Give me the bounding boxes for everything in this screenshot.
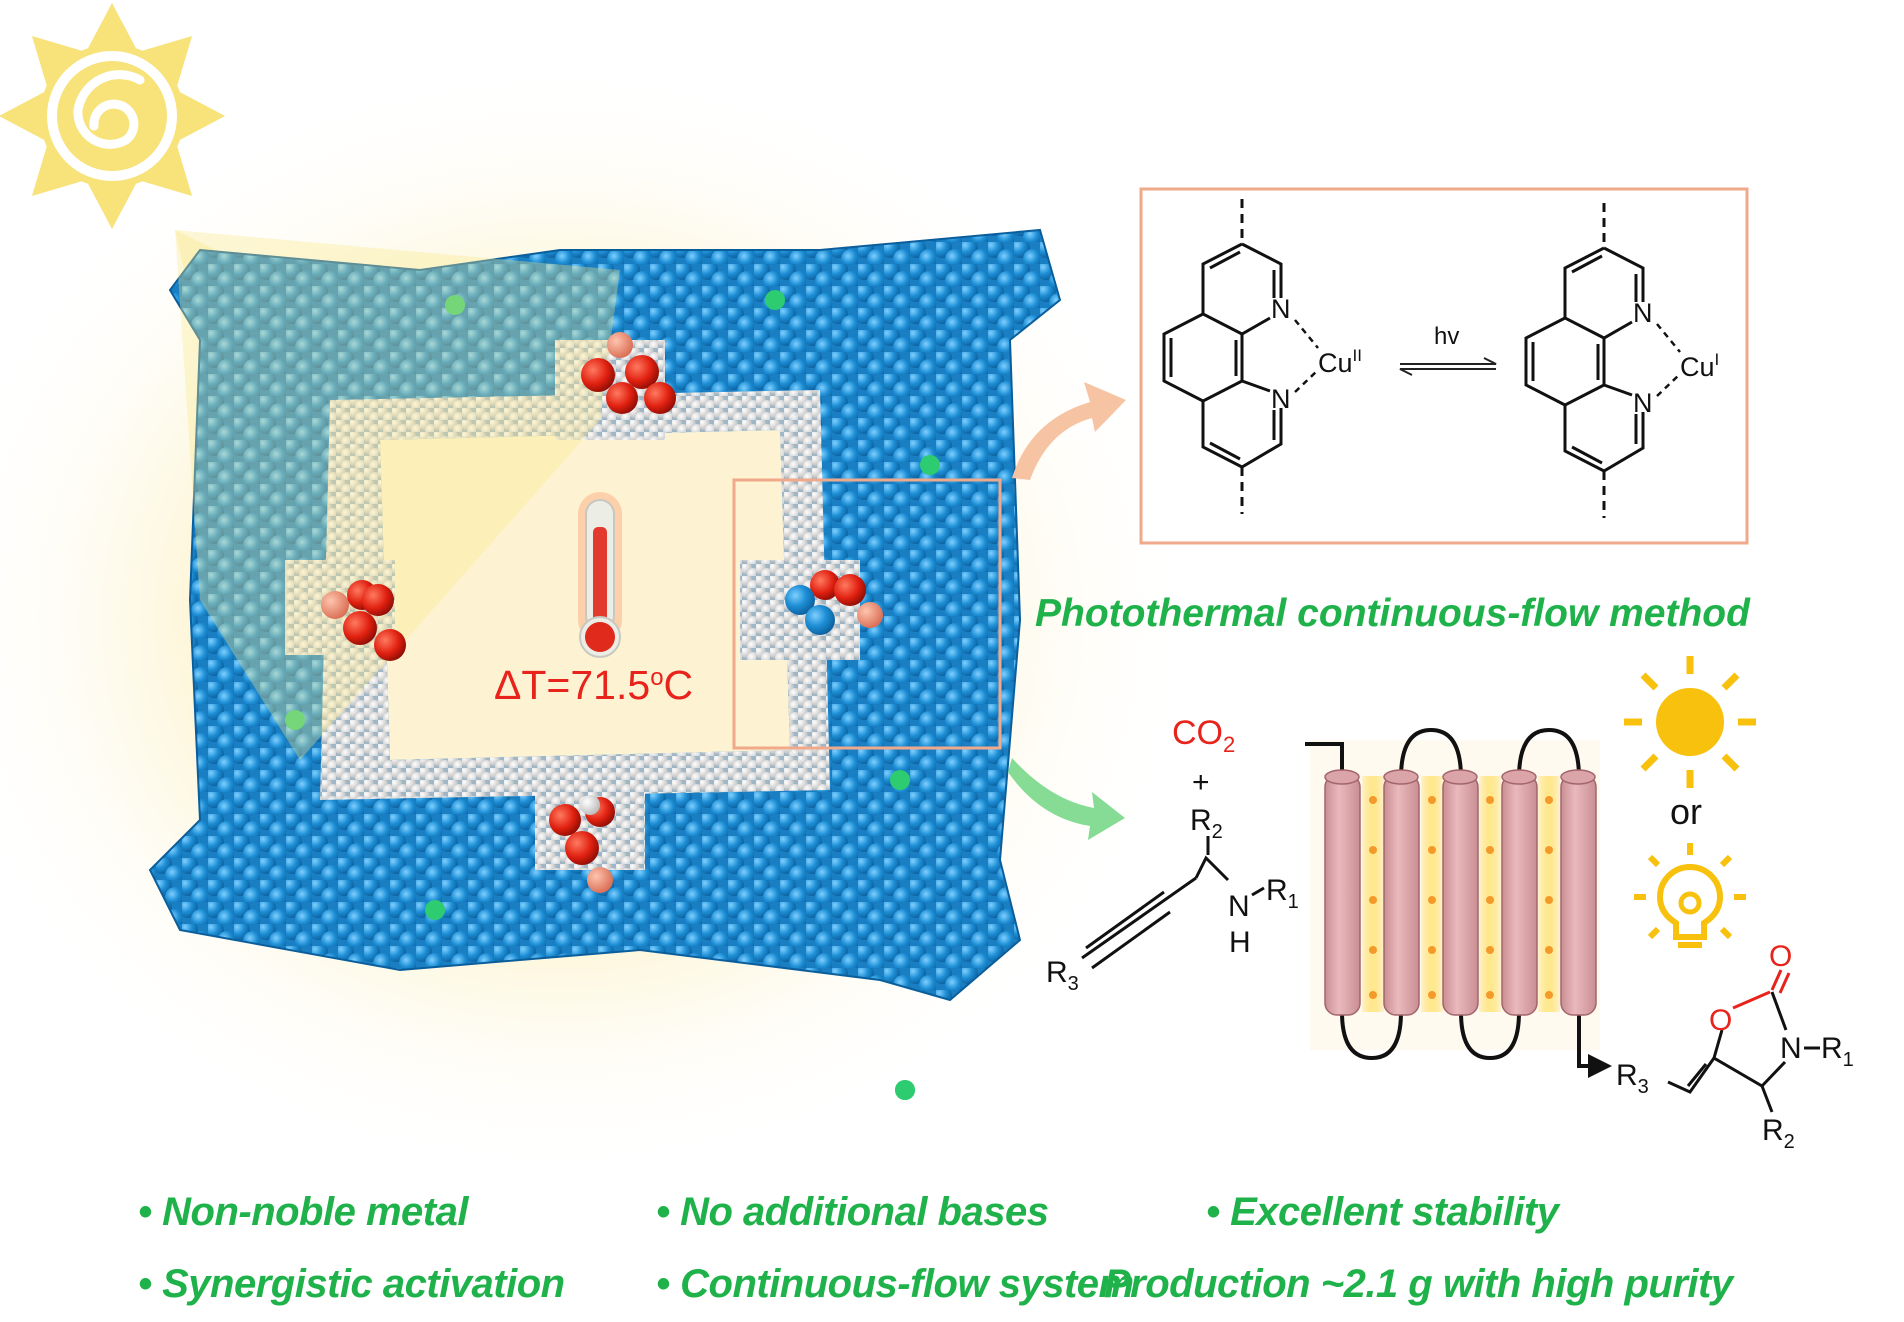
- r2-label: R2: [1190, 804, 1223, 843]
- r1-label: R1: [1266, 874, 1299, 913]
- nitrogen-label: N: [1633, 298, 1653, 328]
- sun-spiral-icon: [0, 3, 225, 229]
- light-bulb-icon: [1634, 843, 1746, 948]
- mechanism-box: [1139, 187, 1749, 545]
- nitrogen-label: N: [1271, 384, 1291, 414]
- feature-no-additional-bases: • No additional bases: [656, 1190, 1049, 1234]
- copper-ii-label: CuII: [1318, 346, 1362, 378]
- product-r3-label: R3: [1616, 1059, 1649, 1098]
- propargylamine-structure: [1081, 836, 1265, 970]
- nitrogen-label: N: [1271, 294, 1291, 324]
- product-r1-label: R1: [1821, 1032, 1854, 1071]
- nitrogen-label: N: [1633, 388, 1653, 418]
- nh-nitrogen-label: N: [1228, 890, 1250, 923]
- nh-hydrogen-label: H: [1229, 926, 1251, 959]
- feature-continuous-flow-system: • Continuous-flow system: [656, 1262, 1134, 1306]
- r3-label: R3: [1046, 956, 1079, 995]
- hv-label: hv: [1434, 323, 1459, 350]
- active-site-highlight-box: [732, 478, 1002, 750]
- ring-oxygen-label: O: [1709, 1004, 1732, 1037]
- sunlight-icon: [1624, 656, 1756, 788]
- copper-i-label: CuI: [1680, 350, 1719, 382]
- feature-excellent-stability: • Excellent stability: [1206, 1190, 1559, 1234]
- temperature-rise-label: ΔT=71.5oC: [494, 662, 694, 708]
- carbonyl-oxygen-label: O: [1769, 940, 1792, 973]
- or-label: or: [1670, 791, 1702, 832]
- method-title: Photothermal continuous-flow method: [1035, 592, 1750, 635]
- feature-production-yield: Production ~2.1 g with high purity: [1104, 1262, 1733, 1306]
- flow-reactor-icon: [1305, 727, 1612, 1078]
- oxazolidinone-product-structure: [1667, 969, 1791, 1113]
- product-nitrogen-label: N: [1780, 1032, 1802, 1065]
- copper-site-bottom: [549, 795, 615, 893]
- feature-synergistic-activation: • Synergistic activation: [138, 1262, 565, 1306]
- copper-site-left: [321, 580, 406, 661]
- plus-sign: +: [1192, 766, 1210, 799]
- copper-site-right: [785, 570, 883, 635]
- copper-site-top: [581, 332, 676, 414]
- peach-arrow-icon: [1012, 382, 1126, 480]
- green-arrow-icon: [1008, 758, 1125, 840]
- co2-label: CO2: [1172, 714, 1235, 757]
- phenanthroline-cu2-structure: [1162, 199, 1319, 514]
- feature-non-noble-metal: • Non-noble metal: [138, 1190, 468, 1234]
- equilibrium-arrows-icon: [1399, 357, 1497, 376]
- thermometer-icon: [578, 492, 622, 658]
- product-r2-label: R2: [1762, 1114, 1795, 1153]
